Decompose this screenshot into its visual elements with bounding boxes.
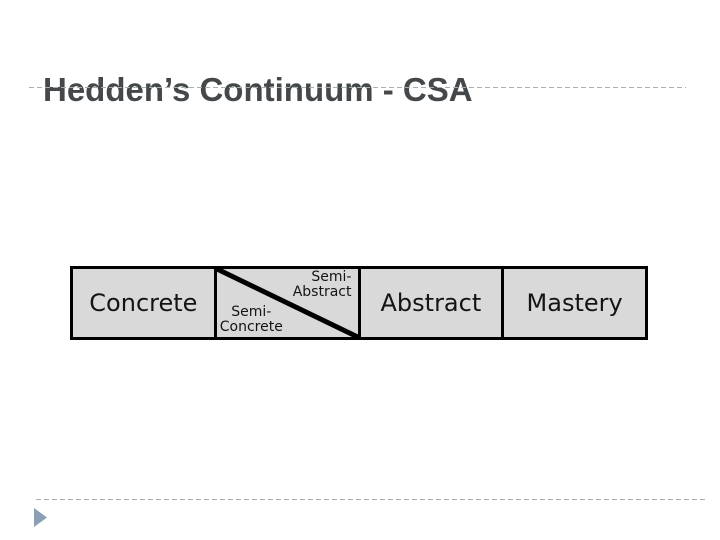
slide-title: Hedden’s Continuum - CSA [43,71,473,109]
semi-concrete-label: Semi- Concrete [220,305,283,335]
semi-concrete-line1: Semi- [231,304,272,320]
slide-footer-arrow-icon [34,508,47,527]
continuum-cell-mastery: Mastery [501,269,645,337]
continuum-cell-semi-split: Semi- Abstract Semi- Concrete [213,269,358,337]
semi-abstract-line1: Semi- [311,269,352,285]
continuum-cell-abstract: Abstract [357,269,502,337]
diagonal-divider-line [216,269,358,337]
semi-abstract-label: Semi- Abstract [293,270,352,300]
semi-concrete-line2: Concrete [219,319,283,335]
title-divider-dashed-line [29,87,686,88]
continuum-diagram: Concrete Semi- Abstract Semi- Concrete A… [70,266,648,340]
semi-abstract-line2: Abstract [292,284,352,300]
footer-divider-dashed-line [36,499,706,500]
continuum-cell-concrete: Concrete [89,289,198,317]
